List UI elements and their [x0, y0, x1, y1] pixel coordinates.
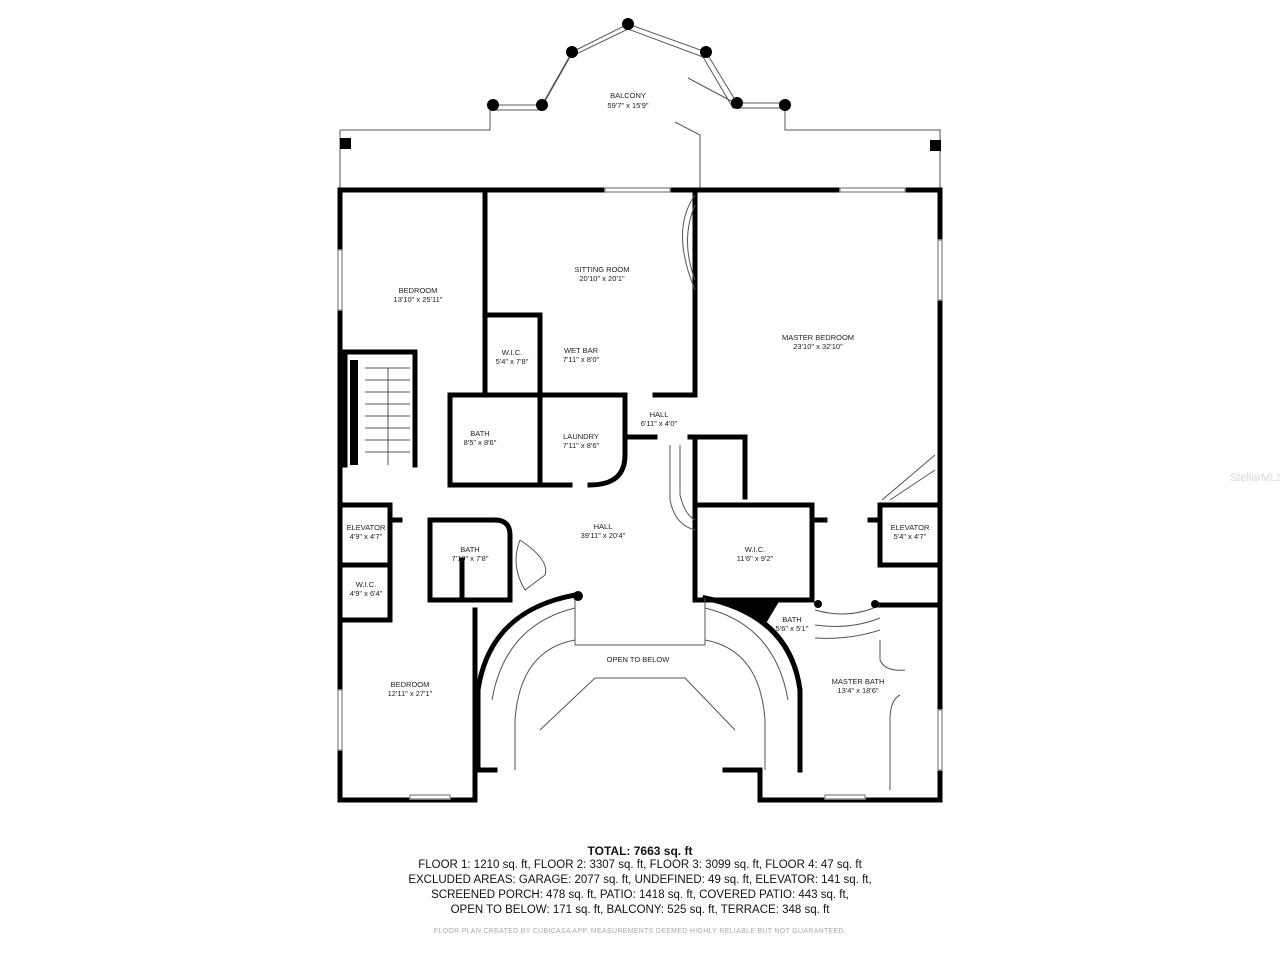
watermark: StellarMLS [1230, 472, 1280, 484]
room-name-bath: BATH [460, 545, 479, 554]
room-size-master-bath: 13'4" x 18'6" [837, 686, 878, 695]
room-size-master-bedroom: 23'10" x 32'10" [793, 342, 843, 351]
room-name-wic: W.I.C. [745, 545, 765, 554]
area-line: OPEN TO BELOW: 171 sq. ft, BALCONY: 525 … [450, 904, 830, 916]
room-size-hall: 39'11" x 20'4" [581, 531, 626, 540]
area-line: FLOOR 1: 1210 sq. ft, FLOOR 2: 3307 sq. … [418, 859, 862, 871]
exterior-walls [337, 187, 943, 803]
room-name-bedroom: BEDROOM [399, 286, 438, 295]
stairs [350, 194, 936, 790]
room-name-master-bedroom: MASTER BEDROOM [782, 333, 854, 342]
room-name-wic: W.I.C. [502, 348, 522, 357]
disclaimer: FLOOR PLAN CREATED BY CUBICASA APP. MEAS… [433, 928, 847, 935]
room-size-hall: 6'11" x 4'0" [641, 419, 678, 428]
room-size-wic: 4'9" x 6'4" [350, 589, 383, 598]
room-size-elevator: 4'9" x 4'7" [350, 532, 383, 541]
room-name-sitting-room: SITTING ROOM [575, 265, 630, 274]
room-name-bath: BATH [470, 429, 489, 438]
room-name-bath: BATH [782, 615, 801, 624]
room-size-bedroom: 12'11" x 27'1" [388, 689, 433, 698]
room-size-sitting-room: 20'10" x 20'1" [579, 274, 625, 283]
room-size-bath: 5'6" x 5'1" [776, 624, 809, 633]
room-name-laundry: LAUNDRY [563, 432, 599, 441]
room-name-elevator: ELEVATOR [347, 523, 386, 532]
room-size-laundry: 7'11" x 8'6" [563, 441, 600, 450]
room-name-wet-bar: WET BAR [564, 346, 599, 355]
room-name-hall: HALL [594, 522, 613, 531]
total-area: TOTAL: 7663 sq. ft [587, 844, 693, 858]
balcony-outline [339, 18, 941, 190]
area-line: EXCLUDED AREAS: GARAGE: 2077 sq. ft, UND… [408, 874, 872, 886]
room-labels: BALCONY 59'7" x 15'9" BEDROOM 13'10" x 2… [347, 91, 930, 698]
room-name-hall: HALL [650, 410, 669, 419]
room-size-bedroom: 13'10" x 25'11" [394, 295, 443, 304]
room-size-bath: 8'5" x 8'6" [464, 438, 497, 447]
room-name-elevator: ELEVATOR [891, 523, 930, 532]
room-size-elevator: 5'4" x 4'7" [894, 532, 927, 541]
room-name-bedroom: BEDROOM [391, 680, 430, 689]
room-name-master-bath: MASTER BATH [832, 677, 885, 686]
room-size-wic: 11'6" x 9'2" [737, 554, 774, 563]
area-breakdown: FLOOR 1: 1210 sq. ft, FLOOR 2: 3307 sq. … [0, 858, 1280, 918]
area-line: SCREENED PORCH: 478 sq. ft, PATIO: 1418 … [431, 889, 849, 901]
room-size-wet-bar: 7'11" x 8'0" [563, 355, 600, 364]
room-size-balcony: 59'7" x 15'9" [607, 101, 648, 110]
room-name-balcony: BALCONY [610, 91, 646, 100]
room-name-open-to-below: OPEN TO BELOW [607, 655, 671, 664]
room-size-wic: 5'4" x 7'8" [496, 357, 529, 366]
room-name-wic: W.I.C. [356, 580, 376, 589]
room-size-bath: 7'10" x 7'8" [452, 554, 489, 563]
